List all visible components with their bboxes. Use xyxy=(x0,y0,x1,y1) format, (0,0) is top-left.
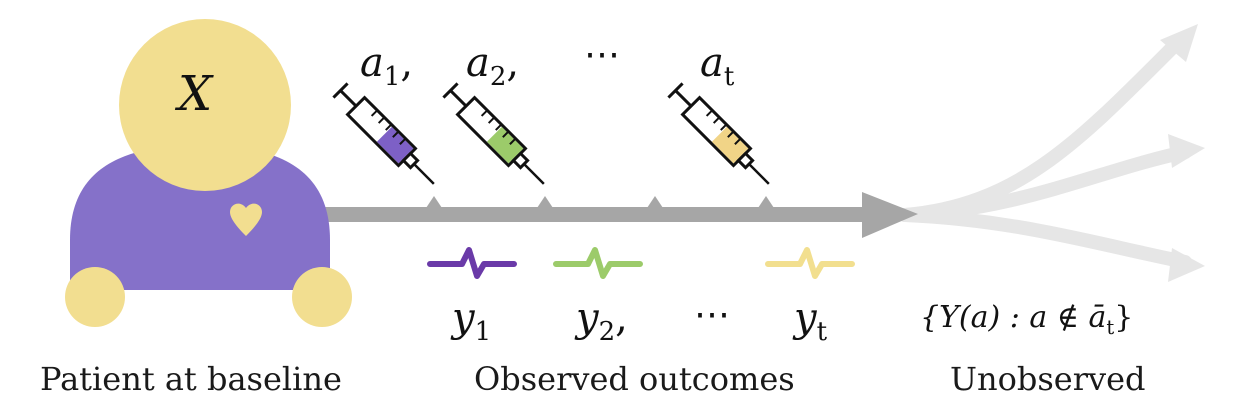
treatment-label-1: a1, xyxy=(360,40,414,93)
outcome-label-2: y2, xyxy=(576,295,628,348)
unobserved-arrowhead-middle xyxy=(1168,134,1205,168)
treatment-label-2: a2, xyxy=(466,40,520,93)
unobserved-arrows xyxy=(898,24,1205,282)
treatment-ellipsis: ⋯ xyxy=(584,34,620,75)
patient-head xyxy=(119,19,291,191)
syringe-icon-1 xyxy=(332,82,435,185)
syringe-icon-2 xyxy=(442,82,545,185)
unobserved-set-label: {Y(a) : a ∉ āt} xyxy=(920,300,1134,339)
timeline-shaft xyxy=(290,207,870,222)
unobserved-arrow-bottom xyxy=(898,208,1192,269)
patient-body xyxy=(70,145,330,290)
timeline-tick-4 xyxy=(758,196,774,208)
outcome-signal-icon-2 xyxy=(553,247,643,279)
covariate-label: X xyxy=(178,66,213,122)
treatment-label-t: at xyxy=(700,40,735,93)
patient-figure xyxy=(65,19,352,327)
outcome-signals xyxy=(427,247,855,279)
outcome-signal-icon-3 xyxy=(765,247,855,279)
outcome-signal-icon-1 xyxy=(427,247,517,279)
heart-icon xyxy=(230,203,262,236)
outcome-label-t: yt xyxy=(794,295,828,348)
unobserved-arrowhead-top xyxy=(1160,24,1198,62)
outcomes-caption: Observed outcomes xyxy=(474,360,795,398)
patient-caption: Patient at baseline xyxy=(40,360,342,398)
timeline-arrow xyxy=(290,192,918,238)
timeline-arrowhead xyxy=(862,192,918,238)
unobserved-caption: Unobserved xyxy=(950,360,1146,398)
timeline-tick-2 xyxy=(537,196,553,208)
unobserved-arrowhead-bottom xyxy=(1168,248,1205,282)
syringe-icon-3 xyxy=(667,82,770,185)
patient-left-hand xyxy=(65,267,125,327)
timeline-tick-1 xyxy=(426,196,442,208)
patient-right-hand xyxy=(292,267,352,327)
outcome-ellipsis: ⋯ xyxy=(694,294,730,335)
timeline-tick-3 xyxy=(647,196,663,208)
outcome-label-1: y1 xyxy=(452,295,492,348)
syringes xyxy=(332,82,770,185)
